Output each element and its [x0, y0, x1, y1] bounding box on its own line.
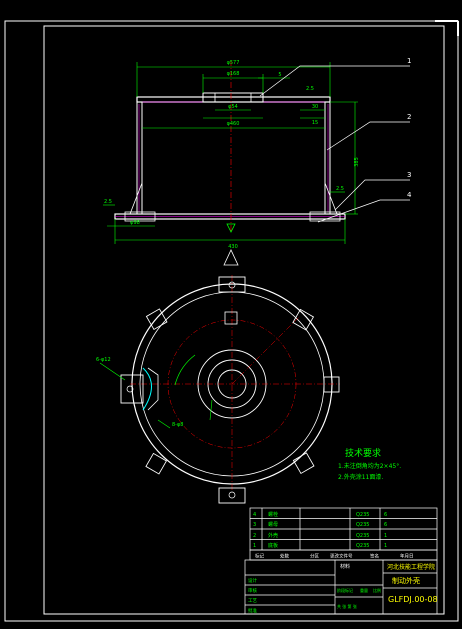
angle-arc [174, 354, 196, 386]
leader-2 [326, 121, 410, 151]
center-arrow [226, 223, 236, 233]
lug-top-right [292, 308, 315, 331]
part-row-1-qty: 6 [384, 512, 387, 518]
header-date: 年月日 [400, 553, 414, 560]
title-block [244, 507, 438, 615]
part-row-3-std: Q235 [356, 533, 369, 539]
company-name: 河北技能工程学院 [387, 563, 435, 571]
role-designer: 设计 [248, 577, 257, 584]
section-view-marker [223, 249, 239, 266]
leader-4 [317, 199, 410, 223]
dim-text-top-small-b: 2.5 [306, 86, 314, 92]
role-process: 工艺 [248, 598, 257, 604]
callout-1: 1 [407, 57, 411, 65]
scale-ratio-label: 比例 [373, 587, 381, 593]
part-row-2-code: 3 [253, 522, 256, 528]
lug-bottom-left [145, 452, 168, 475]
slot-note: 8-φ8 [172, 422, 183, 428]
elevation-dimensions [103, 62, 358, 244]
part-row-4-code: 1 [253, 543, 256, 549]
callout-4: 4 [407, 191, 412, 199]
tech-requirements-title: 技术要求 [345, 447, 381, 459]
left-slot-block [120, 374, 144, 404]
elevation-view [114, 60, 346, 233]
left-slot-arc [142, 367, 152, 411]
header-signature: 签名 [370, 553, 379, 560]
bolt-holes-note: 6-φ12 [96, 357, 111, 363]
leader-3 [334, 179, 410, 211]
scale-stage-label: 阶段标记 [337, 587, 353, 593]
part-row-3-code: 2 [253, 533, 256, 539]
drawing-number: GLFDJ.00-08 [388, 595, 438, 604]
sheet-count-label: 共 张 第 张 [337, 603, 357, 609]
outer-sheet-border [4, 20, 459, 622]
dim-text-left-offset: 2.5 [104, 199, 112, 205]
leader-1 [259, 65, 410, 97]
plan-diagonal-center [231, 315, 301, 385]
part-row-4-std: Q235 [356, 543, 369, 549]
right-foot-bolt [309, 211, 341, 222]
title-block-main [244, 559, 438, 615]
dim-text-top-small-a: 5 [278, 72, 281, 78]
lug-bottom-right [292, 452, 315, 475]
part-name: 制动外壳 [392, 576, 420, 585]
left-slot-hole [126, 385, 134, 393]
callout-2: 2 [407, 113, 411, 121]
leader-lines [259, 65, 410, 223]
bolt-holes-leader [99, 362, 126, 381]
dim-text-bottom-overall: 430 [228, 244, 238, 250]
dim-text-base-dia: φ98 [130, 220, 140, 226]
callout-3: 3 [407, 171, 411, 179]
tech-requirement-1: 1.未注倒角均为2×45°. [338, 462, 401, 470]
tech-requirement-2: 2.外壳涂11面漆. [338, 473, 383, 481]
part-row-2-qty: 6 [384, 522, 387, 528]
dim-text-top-flange: φ168 [227, 71, 240, 77]
lug-bottom [218, 487, 246, 504]
dim-text-side-height: 385 [354, 157, 360, 167]
inner-lug-top [224, 311, 238, 325]
header-zone: 分区 [310, 553, 319, 560]
scale-weight-label: 重量 [360, 587, 368, 593]
part-row-4-qty: 1 [384, 543, 387, 549]
header-count: 处数 [280, 553, 289, 560]
slot-note-leader [157, 419, 171, 429]
dim-text-thick-a: 30 [312, 104, 318, 110]
inner-sheet-border [43, 25, 445, 615]
part-row-1-name: 螺栓 [268, 511, 278, 518]
role-checker: 审核 [248, 587, 257, 594]
part-row-4-name: 底板 [268, 542, 278, 549]
lug-top-hole [228, 281, 236, 289]
part-row-1-code: 4 [253, 512, 256, 518]
dim-text-top-overall: φ577 [227, 60, 240, 66]
part-row-3-name: 外壳 [268, 532, 278, 539]
top-flange-bore [214, 92, 252, 103]
plan-view [120, 275, 340, 504]
lug-top [218, 276, 246, 293]
material-label: 材料 [340, 563, 350, 570]
part-row-2-std: Q235 [356, 522, 369, 528]
dim-text-hole-inner: φ54 [228, 104, 238, 110]
part-row-2-name: 螺母 [268, 521, 278, 528]
lug-bottom-hole [228, 491, 236, 499]
role-approver: 批准 [248, 607, 257, 614]
dim-text-thick-b: 15 [312, 120, 318, 126]
dim-text-inner-dia: φ460 [227, 121, 240, 127]
header-change-doc: 更改文件号 [330, 553, 353, 560]
header-mark: 标记 [255, 553, 264, 560]
slot-leader [209, 399, 213, 421]
lug-right [323, 376, 340, 393]
part-row-3-qty: 1 [384, 533, 387, 539]
left-slot-outline [147, 367, 159, 411]
lug-top-left [145, 308, 168, 331]
part-row-1-std: Q235 [356, 512, 369, 518]
dim-text-right-edge: 2.5 [336, 186, 344, 192]
left-foot-bolt [124, 211, 156, 222]
